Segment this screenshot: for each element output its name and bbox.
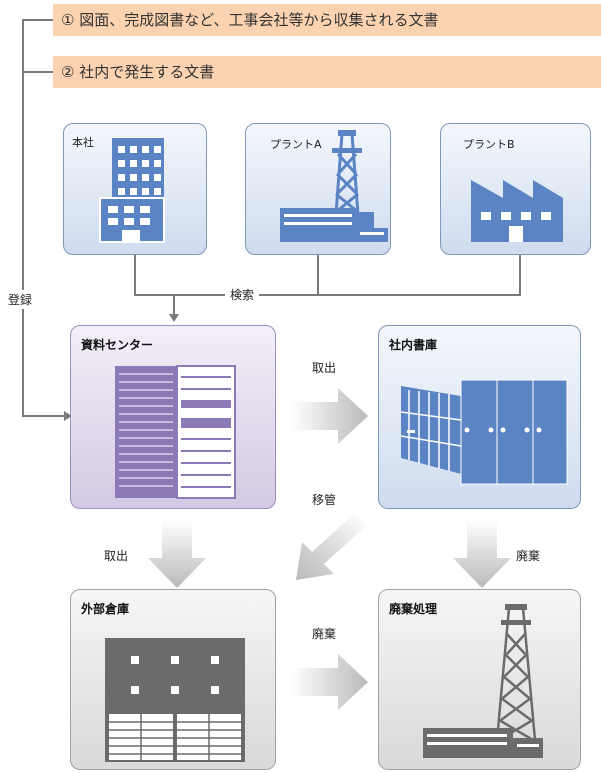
takeout-label-right: 取出 bbox=[312, 361, 337, 375]
site-plant-a: プラントA bbox=[245, 123, 391, 255]
site-honsha-label: 本社 bbox=[72, 136, 94, 149]
incinerator-icon bbox=[423, 604, 543, 758]
takeout-label-down: 取出 bbox=[104, 549, 129, 563]
site-plant-b-label: プラントB bbox=[463, 138, 515, 151]
search-line-down bbox=[173, 294, 175, 316]
arrow-center-to-external bbox=[148, 520, 206, 588]
disposal-label: 廃棄処理 bbox=[389, 602, 438, 616]
mobile-shelving-icon bbox=[400, 379, 568, 485]
dispose-label-bottom: 廃棄 bbox=[312, 627, 337, 641]
band-item-2: ② 社内で発生する文書 bbox=[53, 56, 601, 88]
document-center-box: 資料センター bbox=[70, 325, 276, 509]
search-arrow-head bbox=[169, 314, 179, 322]
search-line-plant-b bbox=[519, 255, 521, 295]
site-honsha: 本社 bbox=[63, 123, 207, 255]
band-item-1: ① 図面、完成図書など、工事会社等から収集される文書 bbox=[53, 4, 601, 36]
transfer-label: 移管 bbox=[312, 493, 337, 507]
search-label: 検索 bbox=[225, 286, 260, 303]
external-warehouse-label: 外部倉庫 bbox=[81, 602, 130, 616]
register-line-top-2 bbox=[22, 71, 53, 73]
dispose-label-right: 廃棄 bbox=[516, 549, 541, 563]
external-warehouse-box: 外部倉庫 bbox=[70, 589, 276, 770]
search-line-honsha bbox=[134, 255, 136, 295]
in-house-library-label: 社内書庫 bbox=[389, 338, 438, 352]
search-line-plant-a bbox=[317, 255, 319, 295]
warehouse-icon bbox=[105, 638, 245, 762]
disposal-box: 廃棄処理 bbox=[378, 589, 581, 770]
factory-icon bbox=[471, 180, 563, 242]
in-house-library-box: 社内書庫 bbox=[378, 325, 581, 509]
register-line-vertical bbox=[22, 19, 24, 417]
office-building-icon bbox=[99, 138, 165, 243]
arrow-library-to-external bbox=[296, 514, 366, 580]
search-line-horizontal bbox=[134, 294, 521, 296]
arrow-external-to-disposal bbox=[292, 654, 368, 710]
plant-tower-icon bbox=[280, 130, 388, 242]
file-shelf-icon bbox=[115, 365, 236, 499]
document-center-label: 資料センター bbox=[81, 338, 154, 352]
site-plant-a-label: プラントA bbox=[270, 138, 322, 151]
register-label: 登録 bbox=[8, 290, 33, 309]
arrow-library-to-disposal bbox=[453, 520, 511, 588]
register-line-top-1 bbox=[22, 19, 53, 21]
site-plant-b: プラントB bbox=[440, 123, 591, 255]
register-line-bottom bbox=[22, 415, 66, 417]
register-arrow-head bbox=[64, 411, 72, 421]
arrow-center-to-library bbox=[292, 388, 368, 444]
